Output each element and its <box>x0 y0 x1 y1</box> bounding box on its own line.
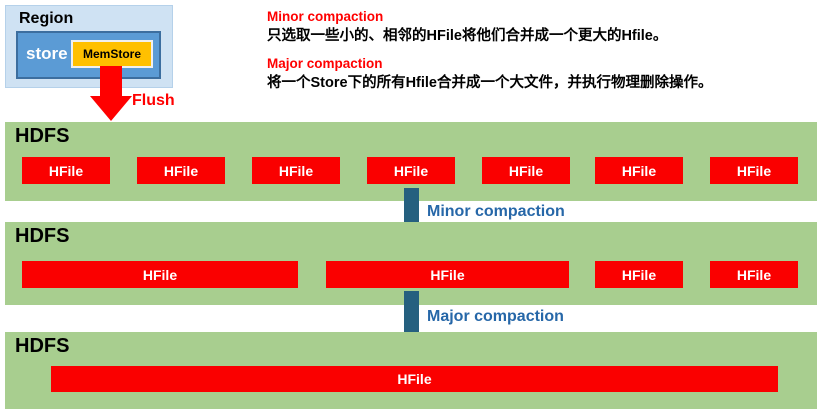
minor-compaction-arrow-icon <box>404 188 419 227</box>
flush-label: Flush <box>132 92 175 109</box>
hdfs-band-3: HDFS HFile <box>5 332 817 409</box>
hfile-box: HFile <box>595 157 683 184</box>
minor-compaction-arrow-label: Minor compaction <box>427 203 565 220</box>
hfile-box: HFile <box>137 157 225 184</box>
hfile-box: HFile <box>367 157 455 184</box>
hfile-box: HFile <box>710 157 798 184</box>
memstore-box: MemStore <box>71 40 153 68</box>
major-compaction-arrow-icon <box>404 291 419 337</box>
region-box: Region store MemStore <box>5 5 173 88</box>
minor-compaction-heading: Minor compaction <box>267 9 384 24</box>
major-compaction-heading: Major compaction <box>267 56 383 71</box>
major-compaction-description: 将一个Store下的所有Hfile合并成一个大文件，并执行物理删除操作。 <box>267 75 713 91</box>
hfile-box: HFile <box>595 261 683 288</box>
flush-arrow-icon <box>100 66 122 96</box>
flush-arrowhead-icon <box>90 96 132 121</box>
hfile-box: HFile <box>51 366 778 392</box>
hfile-box: HFile <box>710 261 798 288</box>
hfile-box: HFile <box>22 157 110 184</box>
store-box: store MemStore <box>16 31 161 79</box>
hdfs-label: HDFS <box>15 335 70 357</box>
hdfs-label: HDFS <box>15 125 70 147</box>
region-label: Region <box>19 10 74 27</box>
hfile-box: HFile <box>22 261 298 288</box>
hfile-box: HFile <box>482 157 570 184</box>
minor-compaction-description: 只选取一些小的、相邻的HFile将他们合并成一个更大的Hfile。 <box>267 28 668 44</box>
hfile-box: HFile <box>252 157 340 184</box>
major-compaction-arrow-label: Major compaction <box>427 308 564 325</box>
hdfs-band-2: HDFS HFile HFile HFile HFile <box>5 222 817 305</box>
hdfs-band-1: HDFS HFile HFile HFile HFile HFile HFile… <box>5 122 817 201</box>
hdfs-label: HDFS <box>15 225 70 247</box>
hfile-box: HFile <box>326 261 569 288</box>
store-label: store <box>26 44 68 63</box>
